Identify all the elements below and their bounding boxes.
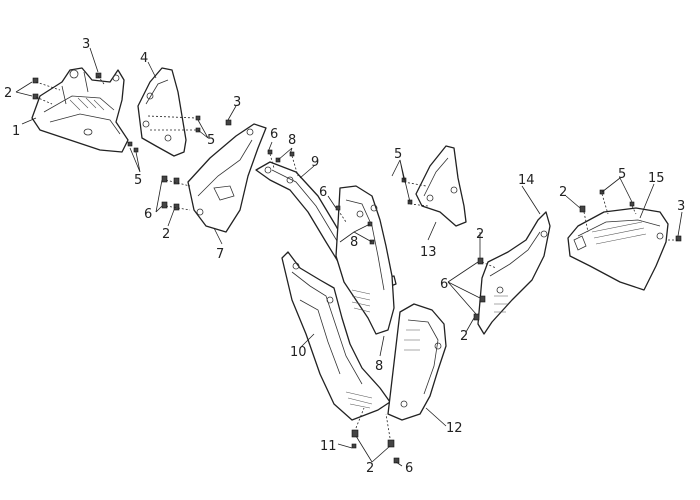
callout-label: 5 <box>134 173 142 188</box>
clip-icon <box>161 175 168 183</box>
callout-label: 1 <box>12 124 20 139</box>
screw-icon <box>95 72 102 79</box>
screw-icon <box>32 77 39 84</box>
callout-label: 14 <box>518 173 535 188</box>
callout-label: 12 <box>446 421 463 436</box>
callout-label: 6 <box>440 277 448 292</box>
callout-label: 8 <box>350 235 358 250</box>
clip-icon <box>579 205 586 213</box>
callout-label: 8 <box>375 359 383 374</box>
clip-icon <box>173 203 180 211</box>
screw-icon <box>351 443 357 449</box>
callout-label: 3 <box>82 37 90 52</box>
part-14-right-side-cover <box>477 211 551 335</box>
screw-icon <box>393 457 400 464</box>
callout-label: 5 <box>394 147 402 162</box>
part-7-side-cover <box>187 123 267 233</box>
leader-lines <box>15 47 683 467</box>
clip-icon <box>173 177 180 185</box>
screw-icon <box>195 115 201 121</box>
callout-label: 5 <box>207 133 215 148</box>
callout-label: 10 <box>290 345 307 360</box>
callout-label: 6 <box>270 127 278 142</box>
callout-label: 6 <box>319 185 327 200</box>
part-12-right-lower-shield <box>387 303 447 421</box>
callout-label: 2 <box>366 461 374 476</box>
part-10-front-lower-shield <box>281 251 391 421</box>
screw-icon <box>335 205 341 211</box>
clip-icon <box>161 201 168 209</box>
screw-icon <box>127 141 133 147</box>
callout-label: 6 <box>405 461 413 476</box>
part-8-inner-shield <box>335 185 395 335</box>
callout-label: 6 <box>144 207 152 222</box>
callout-label: 2 <box>162 227 170 242</box>
clip-icon <box>479 295 486 303</box>
part-15-right-bracket-panel <box>567 207 669 291</box>
callout-label: 2 <box>476 227 484 242</box>
clip-icon <box>477 257 484 265</box>
callout-label: 2 <box>460 329 468 344</box>
callout-label: 13 <box>420 245 437 260</box>
screw-icon <box>629 201 635 207</box>
assembly-lines <box>35 75 678 439</box>
callout-label: 9 <box>311 155 319 170</box>
callout-label: 2 <box>559 185 567 200</box>
part-1-left-bracket-panel <box>31 67 129 153</box>
clip-icon <box>473 313 480 321</box>
screw-icon <box>133 147 139 153</box>
callout-label: 7 <box>216 247 224 262</box>
part-4-small-panel <box>137 67 187 157</box>
screw-icon <box>225 119 232 126</box>
screw-icon <box>675 235 682 242</box>
callout-label: 3 <box>677 199 685 214</box>
callout-label: 2 <box>4 86 12 101</box>
screw-icon <box>32 93 39 100</box>
callout-label: 11 <box>320 439 337 454</box>
clip-icon <box>351 429 359 438</box>
callout-label: 4 <box>140 51 148 66</box>
callout-label: 8 <box>288 133 296 148</box>
part-13-right-small-panel <box>415 145 467 227</box>
clip-icon <box>387 439 395 448</box>
callout-label: 3 <box>233 95 241 110</box>
callout-labels: 2 1 3 4 5 5 3 6 2 6 8 7 9 6 8 5 13 2 6 2… <box>4 37 685 476</box>
callout-label: 5 <box>618 167 626 182</box>
callout-label: 15 <box>648 171 665 186</box>
